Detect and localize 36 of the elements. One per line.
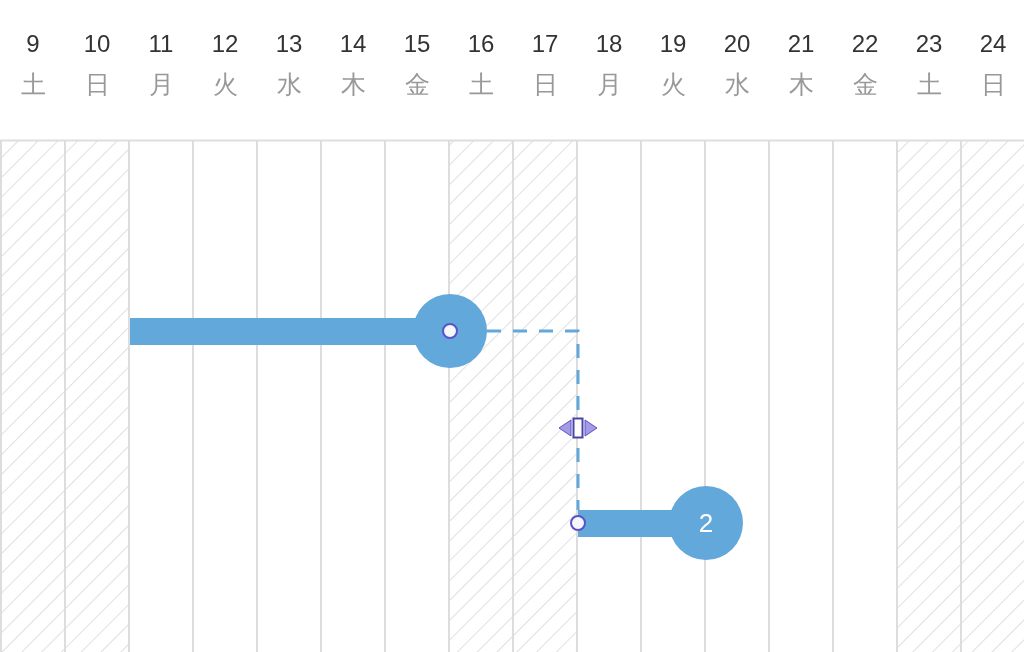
weekday-label: 土	[467, 72, 495, 97]
date-label: 9	[25, 32, 41, 56]
weekday-label: 火	[211, 72, 239, 97]
date-label: 10	[82, 32, 112, 56]
task-bar	[130, 294, 487, 368]
weekday-label: 土	[19, 72, 47, 97]
weekday-label: 水	[723, 72, 751, 97]
date-label: 20	[722, 32, 752, 56]
date-label: 13	[274, 32, 304, 56]
date-label: 24	[978, 32, 1008, 56]
date-label: 14	[338, 32, 368, 56]
date-label: 19	[658, 32, 688, 56]
date-label: 23	[914, 32, 944, 56]
weekday-label: 土	[915, 72, 943, 97]
date-label: 15	[402, 32, 432, 56]
date-label: 18	[594, 32, 624, 56]
task-bar	[570, 486, 743, 560]
date-label: 22	[850, 32, 880, 56]
weekday-label: 水	[275, 72, 303, 97]
date-label: 16	[466, 32, 496, 56]
weekday-label: 月	[147, 72, 175, 97]
weekday-label: 日	[83, 72, 111, 97]
weekday-label: 木	[339, 72, 367, 97]
weekday-label: 木	[787, 72, 815, 97]
task-number: 2	[698, 507, 714, 539]
date-label: 11	[147, 32, 175, 56]
weekday-label: 日	[979, 72, 1007, 97]
weekday-label: 金	[851, 72, 879, 97]
weekday-label: 火	[659, 72, 687, 97]
date-label: 21	[786, 32, 816, 56]
weekday-label: 月	[595, 72, 623, 97]
date-label: 12	[210, 32, 240, 56]
weekday-label: 金	[403, 72, 431, 97]
date-label: 17	[530, 32, 560, 56]
weekday-label: 日	[531, 72, 559, 97]
dependency-connector	[487, 329, 580, 510]
